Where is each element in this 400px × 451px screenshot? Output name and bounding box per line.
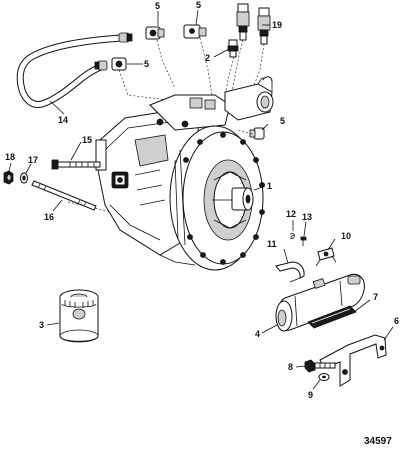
fitting-part-5-left [111,57,127,71]
bracket-part-6 [319,334,387,387]
assembly-lead-lines [67,37,265,213]
transmission-assembly-part-1 [95,76,274,271]
callout-3: 3 [39,320,44,330]
callout-10: 10 [341,231,351,241]
callout-5: 5 [155,1,160,11]
callout-labels: 5 5 19 2 5 14 15 5 1 18 17 16 12 13 10 1… [5,0,399,400]
hose-part-14 [16,32,133,108]
figure-number: 34597 [364,436,392,447]
switch-part-19-right [257,7,271,45]
callout-9: 9 [308,390,313,400]
callout-15: 15 [82,135,92,145]
bolt-part-8 [304,359,336,373]
fitting-part-5-top-middle [183,24,207,39]
oil-filter-part-3 [59,289,99,343]
fitting-part-5-right [249,127,265,140]
clamp-part-11 [275,261,305,283]
sensor-part-2 [227,39,239,58]
callout-4: 4 [255,329,260,339]
callout-11: 11 [267,239,277,249]
screw-part-13 [300,236,307,246]
callout-5: 5 [196,0,201,10]
nut-part-18 [3,170,14,185]
pad-part-7 [307,305,357,329]
callout-7: 7 [373,292,378,302]
callout-5: 5 [280,116,285,126]
callout-13: 13 [302,212,312,222]
fitting-part-5-top-left [145,26,165,40]
callout-16: 16 [44,212,54,222]
washer-part-17 [20,172,28,184]
callout-18: 18 [5,152,15,162]
callout-17: 17 [28,155,38,165]
callout-6: 6 [394,316,399,326]
callout-12: 12 [286,209,296,219]
switch-part-19-left [236,3,250,41]
bolt-part-15 [51,159,101,170]
callout-2: 2 [205,53,210,63]
clip-part-12 [289,233,295,239]
leader-lines [8,9,394,390]
callout-19: 19 [272,20,282,30]
callout-14: 14 [58,115,68,125]
bolt-ring [183,132,265,265]
washer-part-9 [318,373,330,381]
callout-5: 5 [144,59,149,69]
stud-part-16 [31,180,97,211]
callout-1: 1 [267,181,272,191]
callout-8: 8 [288,362,293,372]
hose-clamp-part-10 [315,247,337,267]
